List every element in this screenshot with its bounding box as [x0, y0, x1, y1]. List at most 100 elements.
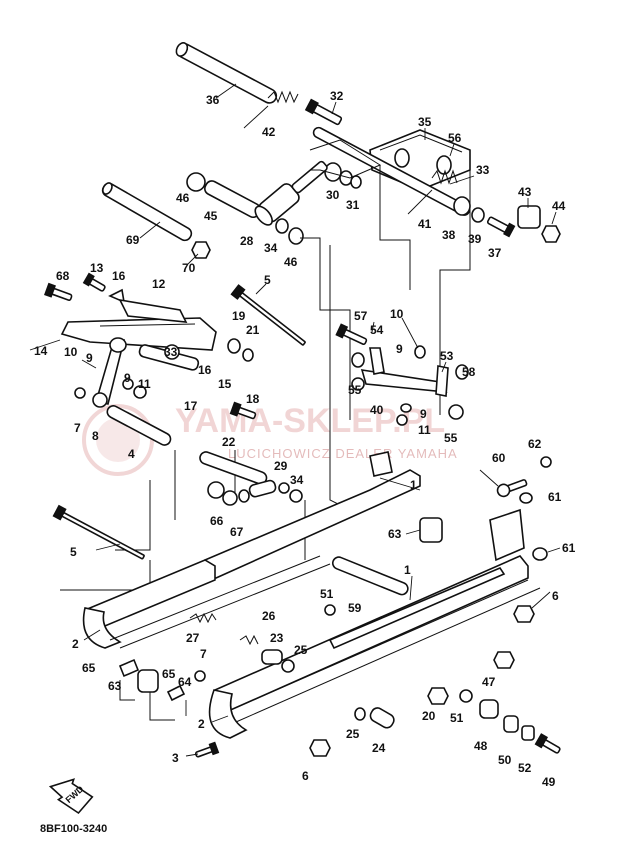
callout-22: 22: [222, 435, 236, 449]
callout-51-right: 51: [450, 711, 464, 725]
callout-33-left: 33: [164, 345, 178, 359]
callout-7-left: 7: [74, 421, 81, 435]
callout-8: 8: [92, 429, 99, 443]
left-arm-assembly: [44, 272, 306, 446]
callout-39: 39: [468, 232, 482, 246]
leader-lines: [29, 83, 561, 757]
callout-42: 42: [262, 125, 276, 139]
middle-links: [199, 451, 303, 506]
callout-61-top: 61: [548, 490, 562, 504]
callout-63-bottom: 63: [108, 679, 122, 693]
callout-28: 28: [240, 234, 254, 248]
callout-61-bottom: 61: [562, 541, 576, 555]
callout-30: 30: [326, 188, 340, 202]
callout-69: 69: [126, 233, 140, 247]
callout-41: 41: [418, 217, 432, 231]
callout-59: 59: [348, 601, 362, 615]
callout-40: 40: [370, 403, 384, 417]
callout-10-left: 10: [64, 345, 78, 359]
callout-11-left: 11: [138, 377, 151, 391]
callout-54: 54: [370, 323, 384, 337]
callout-64: 64: [178, 675, 192, 689]
callout-3: 3: [172, 751, 179, 765]
callout-25-bottom: 25: [346, 727, 360, 741]
callout-2-bottom: 2: [198, 717, 205, 731]
callout-24: 24: [372, 741, 386, 755]
callout-57: 57: [354, 309, 368, 323]
callout-45: 45: [204, 209, 218, 223]
top-shaft-assembly: [101, 42, 561, 259]
callout-10-right: 10: [390, 307, 404, 321]
callout-46-mid: 46: [284, 255, 298, 269]
callout-58: 58: [462, 365, 476, 379]
callout-11-right: 11: [418, 423, 431, 437]
callout-4: 4: [128, 447, 135, 461]
callout-12: 12: [152, 277, 166, 291]
callout-26: 26: [262, 609, 276, 623]
callout-19: 19: [232, 309, 246, 323]
callout-62: 62: [528, 437, 542, 451]
callout-47: 47: [482, 675, 496, 689]
callout-31: 31: [346, 198, 360, 212]
callout-20: 20: [422, 709, 436, 723]
callout-29: 29: [274, 459, 288, 473]
callout-5-top: 5: [264, 273, 271, 287]
callout-6-bottom: 6: [302, 769, 309, 783]
slide-rails: [52, 451, 561, 758]
callout-9-right-top: 9: [396, 342, 403, 356]
callout-34-top: 34: [264, 241, 278, 255]
callout-50: 50: [498, 753, 512, 767]
forward-direction-arrow: FWD: [48, 778, 94, 815]
callout-38: 38: [442, 228, 456, 242]
callout-46-top: 46: [176, 191, 190, 205]
callout-70: 70: [182, 261, 196, 275]
callout-35: 35: [418, 115, 432, 129]
callout-13: 13: [90, 261, 104, 275]
callout-65-right: 65: [162, 667, 176, 681]
callout-51-left: 51: [320, 587, 334, 601]
callout-32: 32: [330, 89, 344, 103]
callout-18: 18: [246, 392, 260, 406]
callout-60: 60: [492, 451, 506, 465]
callout-68: 68: [56, 269, 70, 283]
callout-1-top: 1: [410, 478, 417, 492]
callout-7-bottom: 7: [200, 647, 207, 661]
callout-25-top: 25: [294, 643, 308, 657]
callout-33-top: 33: [476, 163, 490, 177]
callout-9-mid: 9: [124, 371, 131, 385]
callout-14: 14: [34, 344, 48, 358]
callout-9-right-bottom: 9: [420, 407, 427, 421]
callout-56: 56: [448, 131, 462, 145]
callout-63-top: 63: [388, 527, 402, 541]
callout-43: 43: [518, 185, 532, 199]
callout-55-right: 55: [444, 431, 458, 445]
callout-37: 37: [488, 246, 502, 260]
callout-36: 36: [206, 93, 220, 107]
callout-2-top: 2: [72, 637, 79, 651]
callout-16-top: 16: [112, 269, 126, 283]
drawing-code: 8BF100-3240: [40, 823, 107, 835]
callout-1-bottom: 1: [404, 563, 411, 577]
callout-65-left: 65: [82, 661, 96, 675]
callout-6-right: 6: [552, 589, 559, 603]
callout-49: 49: [542, 775, 556, 789]
callout-34-mid: 34: [290, 473, 304, 487]
callout-48: 48: [474, 739, 488, 753]
watermark-sub-text: LUCICHOWICZ DEALER YAMAHA: [228, 446, 458, 461]
callout-53: 53: [440, 349, 454, 363]
callout-52: 52: [518, 761, 532, 775]
watermark: YAMA-SKLEP.PL LUCICHOWICZ DEALER YAMAHA: [82, 402, 458, 476]
callout-5-bottom: 5: [70, 545, 77, 559]
callout-labels: 36 42 32 35 56 33 46 45 30 31 41 38 39 3…: [34, 89, 576, 789]
callout-17: 17: [184, 399, 198, 413]
callout-55-left: 55: [348, 383, 362, 397]
callout-23: 23: [270, 631, 284, 645]
callout-67: 67: [230, 525, 244, 539]
right-arm-assembly: [335, 323, 469, 426]
callout-44: 44: [552, 199, 566, 213]
callout-16-mid: 16: [198, 363, 212, 377]
callout-66: 66: [210, 514, 224, 528]
callout-21: 21: [246, 323, 260, 337]
callout-27: 27: [186, 631, 200, 645]
